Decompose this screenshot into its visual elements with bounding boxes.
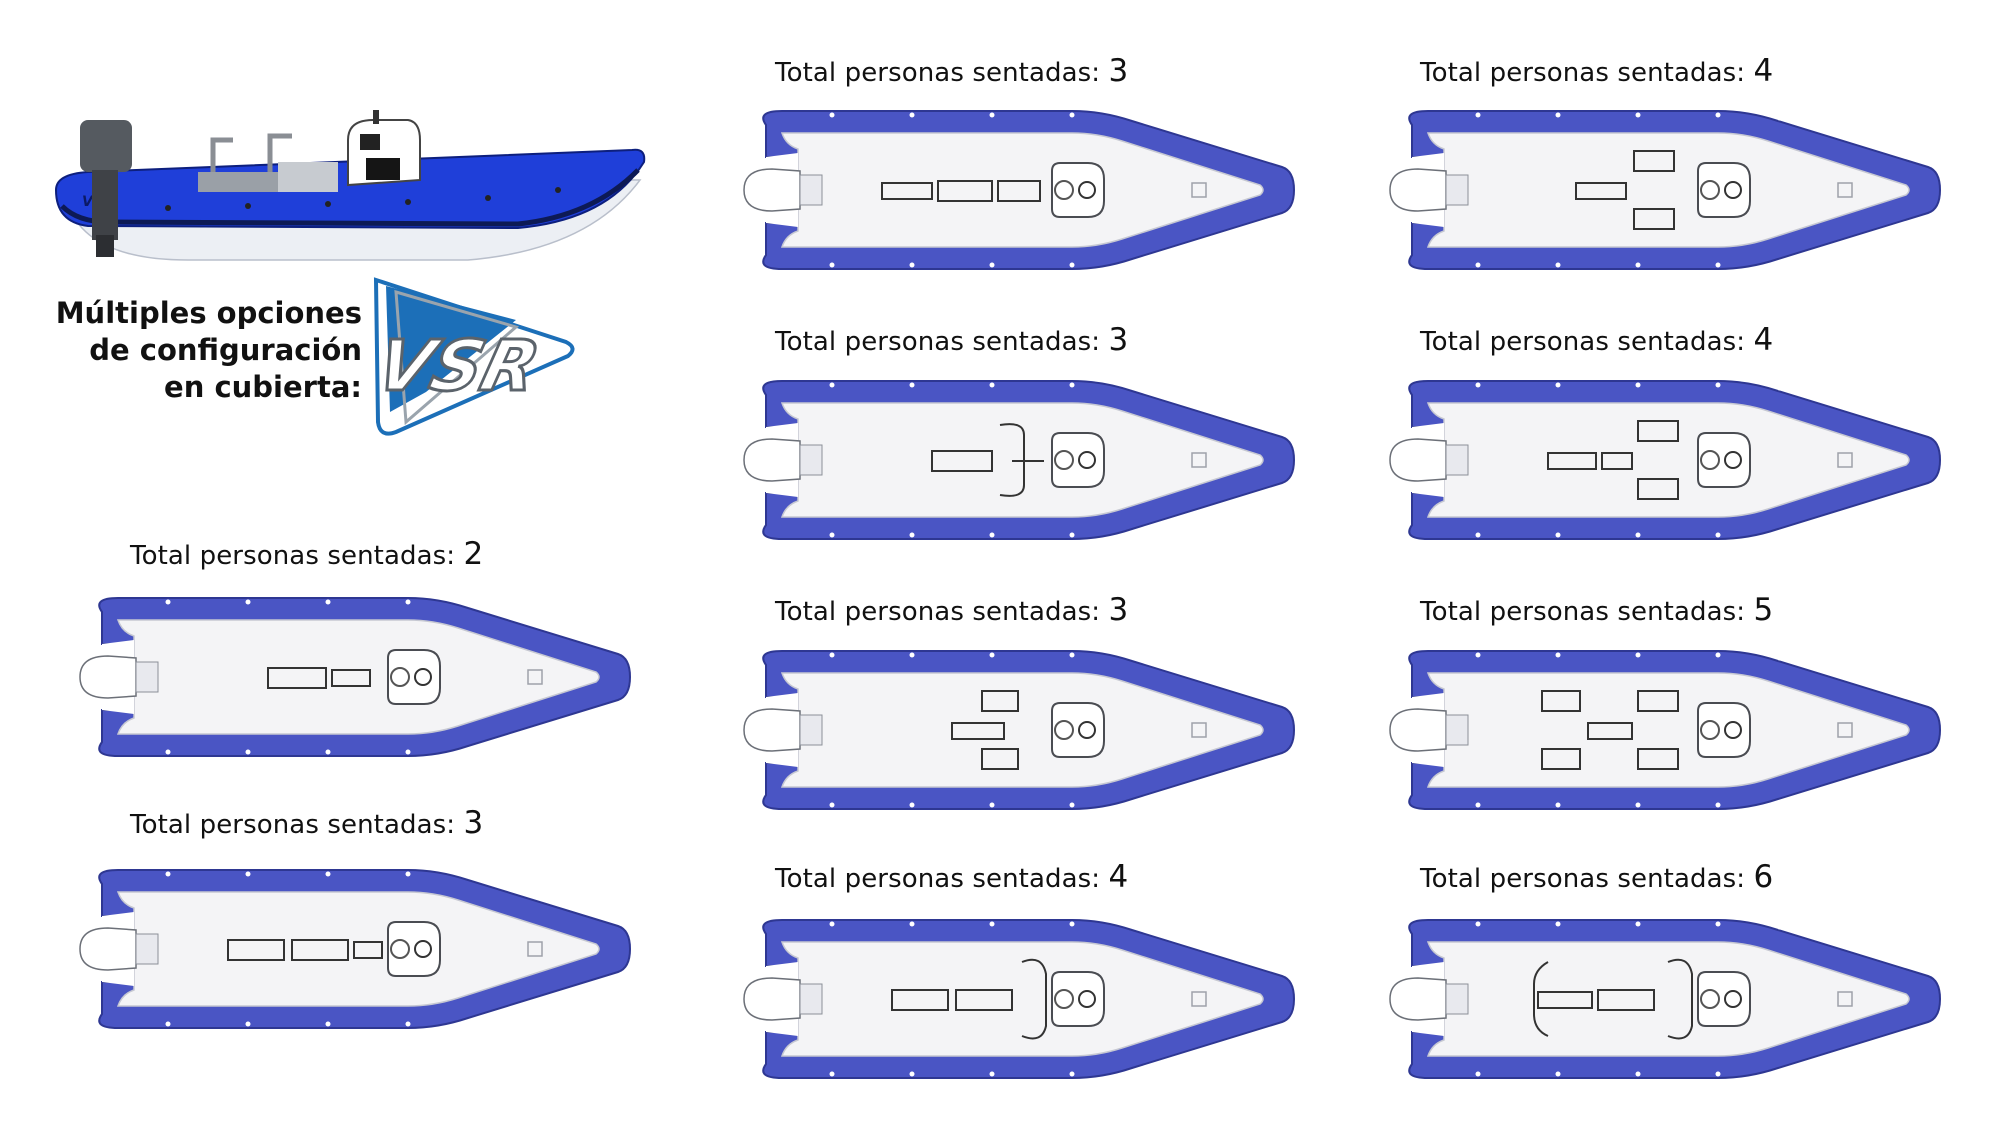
boat-layout-right-2 <box>1388 375 1948 545</box>
caption-prefix: Total personas sentadas: <box>1420 597 1746 627</box>
seat-count: 4 <box>1753 53 1774 89</box>
config-caption-right-3: Total personas sentadas: 5 <box>1420 592 1773 628</box>
config-caption-mid-3: Total personas sentadas: 3 <box>775 592 1128 628</box>
seat-count: 5 <box>1753 592 1774 628</box>
caption-prefix: Total personas sentadas: <box>130 541 456 571</box>
config-caption-mid-1: Total personas sentadas: 3 <box>775 53 1128 89</box>
config-caption-left-2: Total personas sentadas: 3 <box>130 805 483 841</box>
caption-prefix: Total personas sentadas: <box>130 810 456 840</box>
caption-prefix: Total personas sentadas: <box>1420 864 1746 894</box>
seat-count: 2 <box>463 536 484 572</box>
config-caption-right-1: Total personas sentadas: 4 <box>1420 53 1773 89</box>
svg-text:VSR: VSR <box>368 325 547 407</box>
boat-layout-right-4 <box>1388 914 1948 1084</box>
config-caption-mid-2: Total personas sentadas: 3 <box>775 322 1128 358</box>
seat-count: 4 <box>1108 859 1129 895</box>
config-caption-mid-4: Total personas sentadas: 4 <box>775 859 1128 895</box>
caption-prefix: Total personas sentadas: <box>775 597 1101 627</box>
seat-count: 4 <box>1753 322 1774 358</box>
caption-prefix: Total personas sentadas: <box>775 327 1101 357</box>
boat-layout-mid-4 <box>742 914 1302 1084</box>
seat-count: 3 <box>1108 322 1129 358</box>
vsr-brand-logo: VSR <box>367 277 575 436</box>
boat-layout-mid-1 <box>742 105 1302 275</box>
boat-layout-mid-3 <box>742 645 1302 815</box>
boat-layout-left-1 <box>78 592 638 762</box>
seat-count: 3 <box>1108 53 1129 89</box>
caption-prefix: Total personas sentadas: <box>1420 58 1746 88</box>
seat-count: 3 <box>1108 592 1129 628</box>
heading-line-3: en cubierta: <box>164 370 362 404</box>
config-caption-right-2: Total personas sentadas: 4 <box>1420 322 1773 358</box>
boat-layout-mid-2 <box>742 375 1302 545</box>
heading-line-2: de configuración <box>89 333 362 367</box>
seat-count: 6 <box>1753 859 1774 895</box>
caption-prefix: Total personas sentadas: <box>775 864 1101 894</box>
caption-prefix: Total personas sentadas: <box>775 58 1101 88</box>
page-heading: Múltiples opciones de configuración en c… <box>40 295 362 406</box>
boat-layout-left-2 <box>78 864 638 1034</box>
boat-layout-right-3 <box>1388 645 1948 815</box>
config-caption-left-1: Total personas sentadas: 2 <box>130 536 483 572</box>
caption-prefix: Total personas sentadas: <box>1420 327 1746 357</box>
heading-line-1: Múltiples opciones <box>55 296 362 330</box>
config-caption-right-4: Total personas sentadas: 6 <box>1420 859 1773 895</box>
seat-count: 3 <box>463 805 484 841</box>
boat-layout-right-1 <box>1388 105 1948 275</box>
hero-boat-image: VSR <box>54 110 646 261</box>
